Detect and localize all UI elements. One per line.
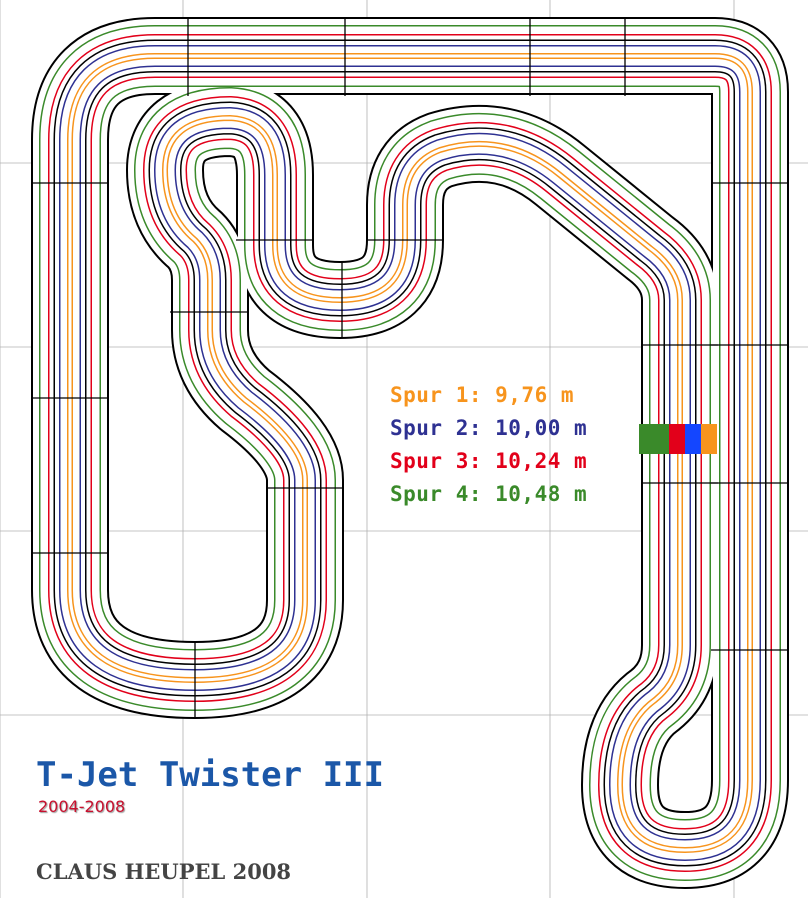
- legend-lane-3: Spur 3: 10,24 m: [390, 449, 587, 473]
- layout-years: 2004-2008: [38, 797, 125, 816]
- start-block-lane-4: [639, 424, 669, 454]
- track-gap: [68, 54, 752, 852]
- start-block-lane-3: [669, 424, 685, 454]
- author-credit: CLAUS HEUPEL 2008: [36, 859, 291, 884]
- legend-lane-1: Spur 1: 9,76 m: [390, 383, 574, 407]
- layout-title: T-Jet Twister III: [36, 755, 384, 795]
- legend-lane-4: Spur 4: 10,48 m: [390, 482, 587, 506]
- start-block-lane-2: [685, 424, 701, 454]
- slot-car-track: [31, 17, 789, 889]
- start-block-lane-1: [701, 424, 717, 454]
- legend-lane-2: Spur 2: 10,00 m: [390, 416, 587, 440]
- start-finish-marker: [639, 424, 717, 454]
